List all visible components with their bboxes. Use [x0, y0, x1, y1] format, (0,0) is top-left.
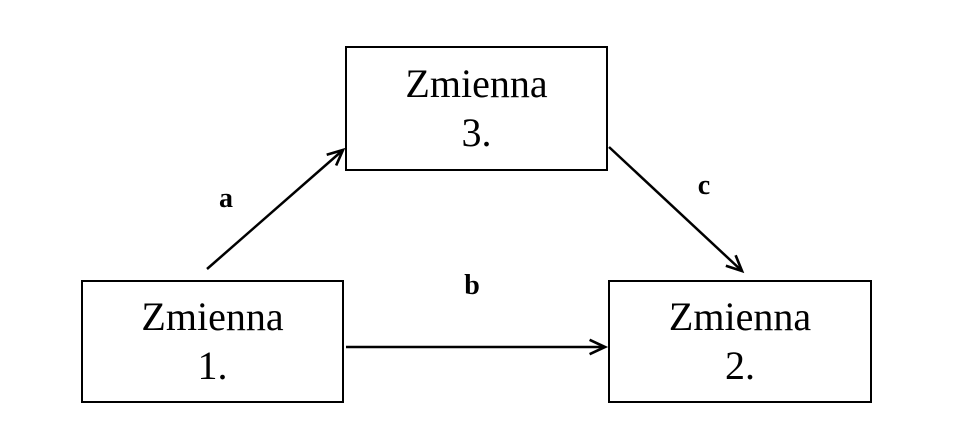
- node-variable-2: Zmienna 2.: [608, 280, 872, 403]
- edge-label-a: a: [219, 183, 233, 214]
- edge-label-b: b: [464, 270, 480, 301]
- node-variable-3-label-line2: 3.: [461, 109, 492, 155]
- arrow-a: [206, 147, 346, 270]
- edge-label-c: c: [697, 170, 711, 201]
- node-variable-1-label-line2: 1.: [197, 342, 228, 388]
- node-variable-3: Zmienna 3.: [345, 46, 608, 171]
- node-variable-3-label-line1: Zmienna: [405, 60, 548, 106]
- node-variable-2-label-line1: Zmienna: [668, 293, 812, 339]
- node-variable-2-label-line2: 2.: [725, 342, 755, 388]
- node-variable-1-label-line1: Zmienna: [141, 293, 284, 339]
- arrow-c: [608, 146, 745, 274]
- node-variable-1: Zmienna 1.: [81, 280, 344, 403]
